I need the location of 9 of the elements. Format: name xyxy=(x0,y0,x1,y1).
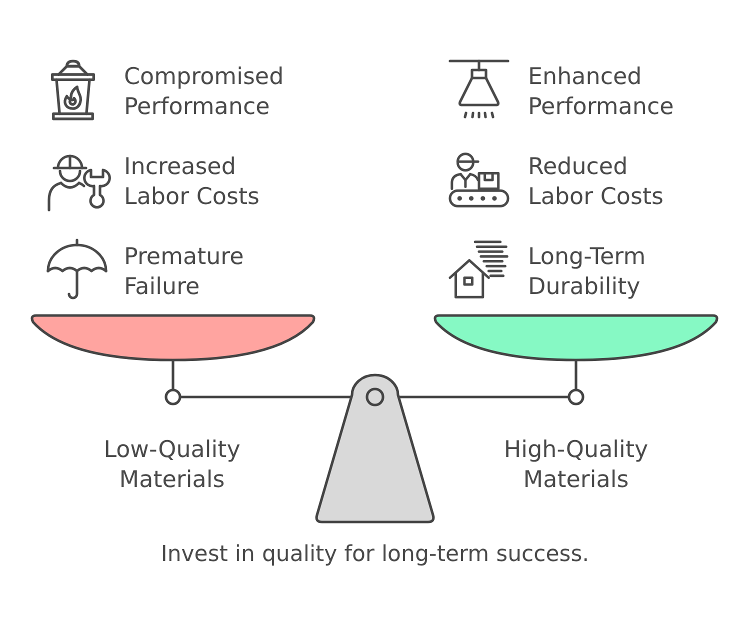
outcome-label: Increased Labor Costs xyxy=(124,153,260,212)
material-label: High-Quality Materials xyxy=(502,436,650,495)
material-label: Low-Quality Materials xyxy=(102,436,242,495)
outcome-label: Premature Failure xyxy=(124,243,245,302)
outcome-label: Long-Term Durability xyxy=(528,243,647,302)
caption-text: Invest in quality for long-term success. xyxy=(160,541,590,569)
outcome-label: Reduced Labor Costs xyxy=(528,153,664,212)
outcome-label: Enhanced Performance xyxy=(528,63,675,122)
outcome-label: Compromised Performance xyxy=(124,63,285,122)
